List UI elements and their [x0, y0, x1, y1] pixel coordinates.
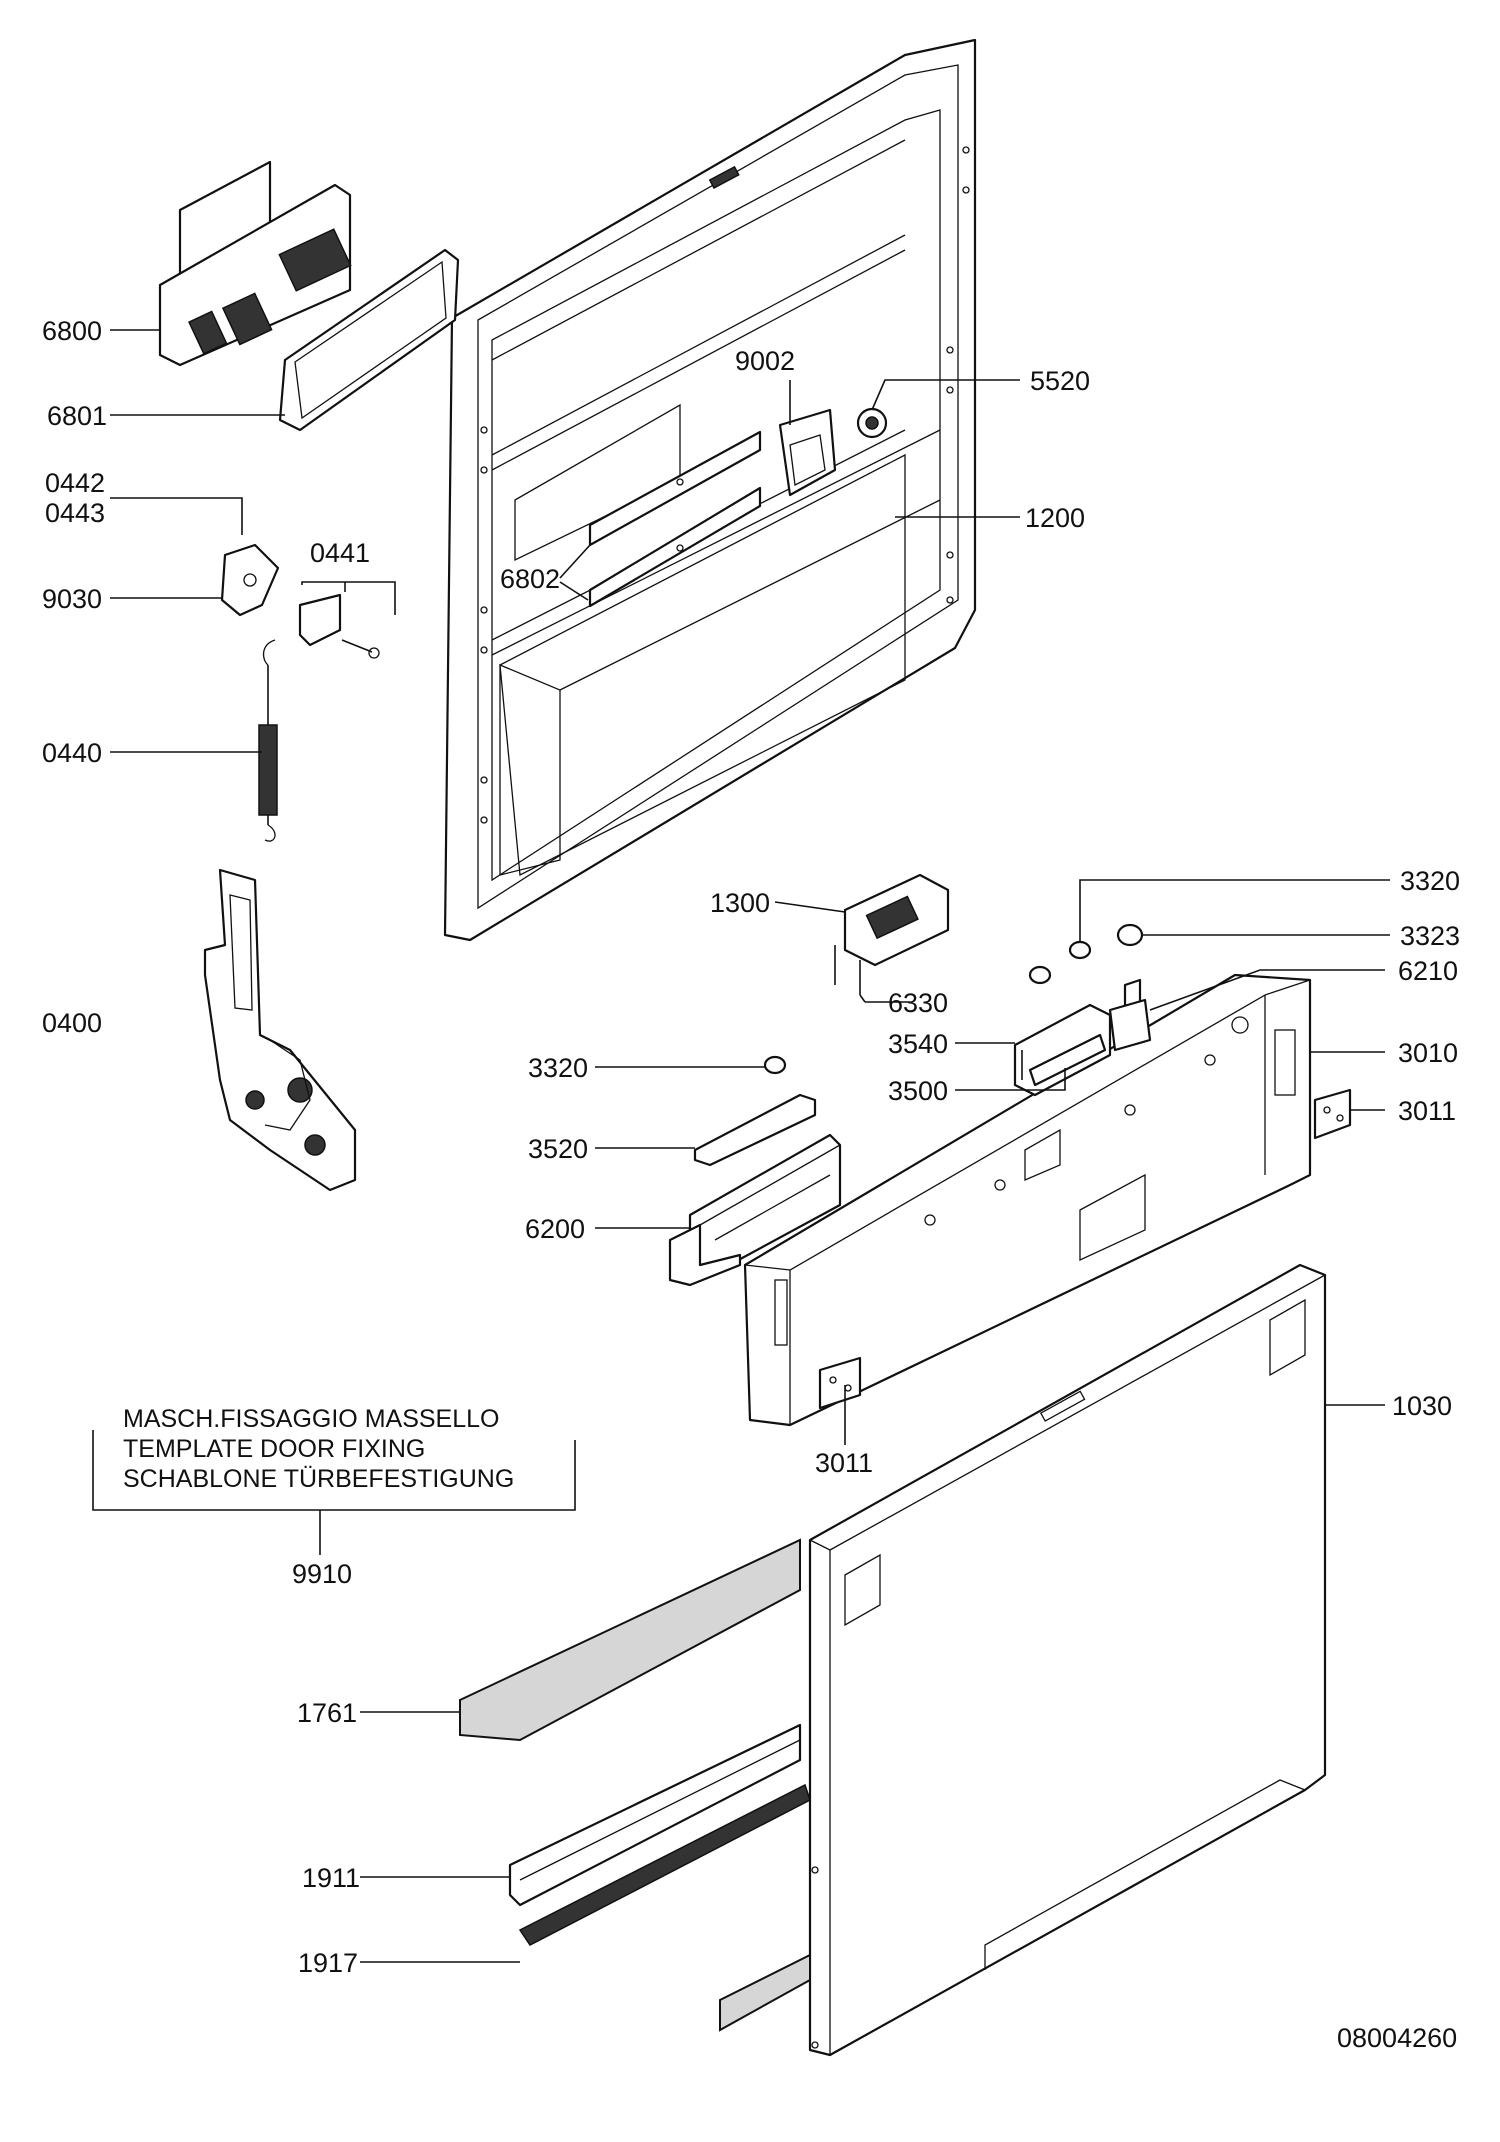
label-3520: 3520 [528, 1134, 588, 1164]
selector-knob-part [1108, 978, 1152, 1052]
leader-lines [110, 329, 1390, 1963]
control-panel-part [743, 973, 1312, 1427]
note-line-3: SCHABLONE TÜRBEFESTIGUNG [123, 1465, 514, 1493]
label-1917: 1917 [298, 1948, 358, 1978]
electronic-module-part [668, 1133, 842, 1287]
label-1030: 1030 [1392, 1391, 1452, 1421]
door-switch-part [834, 873, 950, 995]
magnet-catch-part [856, 407, 888, 439]
label-3011a: 3011 [1398, 1096, 1456, 1126]
knob-part [763, 1055, 787, 1075]
note-bracket [92, 1430, 576, 1511]
label-1300: 1300 [710, 888, 770, 918]
label-9030: 9030 [42, 584, 102, 614]
trim-strip-part [508, 1723, 802, 1907]
switch-block-part [1013, 1003, 1112, 1097]
lock-gasket-part [278, 248, 460, 432]
label-3010: 3010 [1398, 1038, 1458, 1068]
label-1200: 1200 [1025, 503, 1085, 533]
label-0442: 0442 [45, 468, 105, 498]
knob-part [1028, 923, 1144, 985]
label-1761: 1761 [297, 1698, 357, 1728]
label-0440: 0440 [42, 738, 102, 768]
button-strip-part [693, 1093, 817, 1167]
label-3323: 3323 [1400, 921, 1460, 951]
outer-door-panel-part [808, 1263, 1327, 2057]
label-3320a: 3320 [1400, 866, 1460, 896]
spring-clip-part [220, 543, 280, 617]
label-1911: 1911 [302, 1863, 360, 1893]
label-5520: 5520 [1030, 366, 1090, 396]
door-lock-part [158, 160, 352, 367]
inner-door-panel-part [443, 38, 977, 942]
label-9910: 9910 [292, 1559, 352, 1589]
label-0400: 0400 [42, 1008, 102, 1038]
label-6210: 6210 [1398, 956, 1458, 986]
label-6800: 6800 [42, 316, 102, 346]
label-6330: 6330 [888, 988, 948, 1018]
seal-rail-part [518, 1783, 811, 1946]
label-0443: 0443 [45, 498, 105, 528]
label-9002: 9002 [735, 346, 795, 376]
tension-spring-part [258, 639, 278, 842]
panel-fixing-plate-part [1313, 1088, 1352, 1140]
note-line-2: TEMPLATE DOOR FIXING [123, 1435, 425, 1463]
note-line-1: MASCH.FISSAGGIO MASSELLO [123, 1405, 499, 1433]
label-3320b: 3320 [528, 1053, 588, 1083]
label-0441: 0441 [310, 538, 370, 568]
label-6802: 6802 [500, 564, 560, 594]
door-hinge-part [203, 868, 357, 1192]
label-3011b: 3011 [815, 1448, 873, 1478]
hinge-plate-part [778, 408, 837, 497]
drawing-number: 08004260 [1337, 2023, 1457, 2053]
bracket-screw-part [298, 593, 380, 659]
part-labels: 6800 6801 0442 0443 9030 0441 0440 0400 … [42, 316, 1460, 1978]
label-6801: 6801 [47, 401, 107, 431]
foam-strip-part [459, 1538, 811, 2032]
label-3540: 3540 [888, 1029, 948, 1059]
panel-fixing-plate-part [818, 1356, 862, 1410]
label-3500: 3500 [888, 1076, 948, 1106]
door-bracket-part [588, 430, 762, 608]
label-6200: 6200 [525, 1214, 585, 1244]
template-note: MASCH.FISSAGGIO MASSELLO TEMPLATE DOOR F… [123, 1405, 514, 1493]
